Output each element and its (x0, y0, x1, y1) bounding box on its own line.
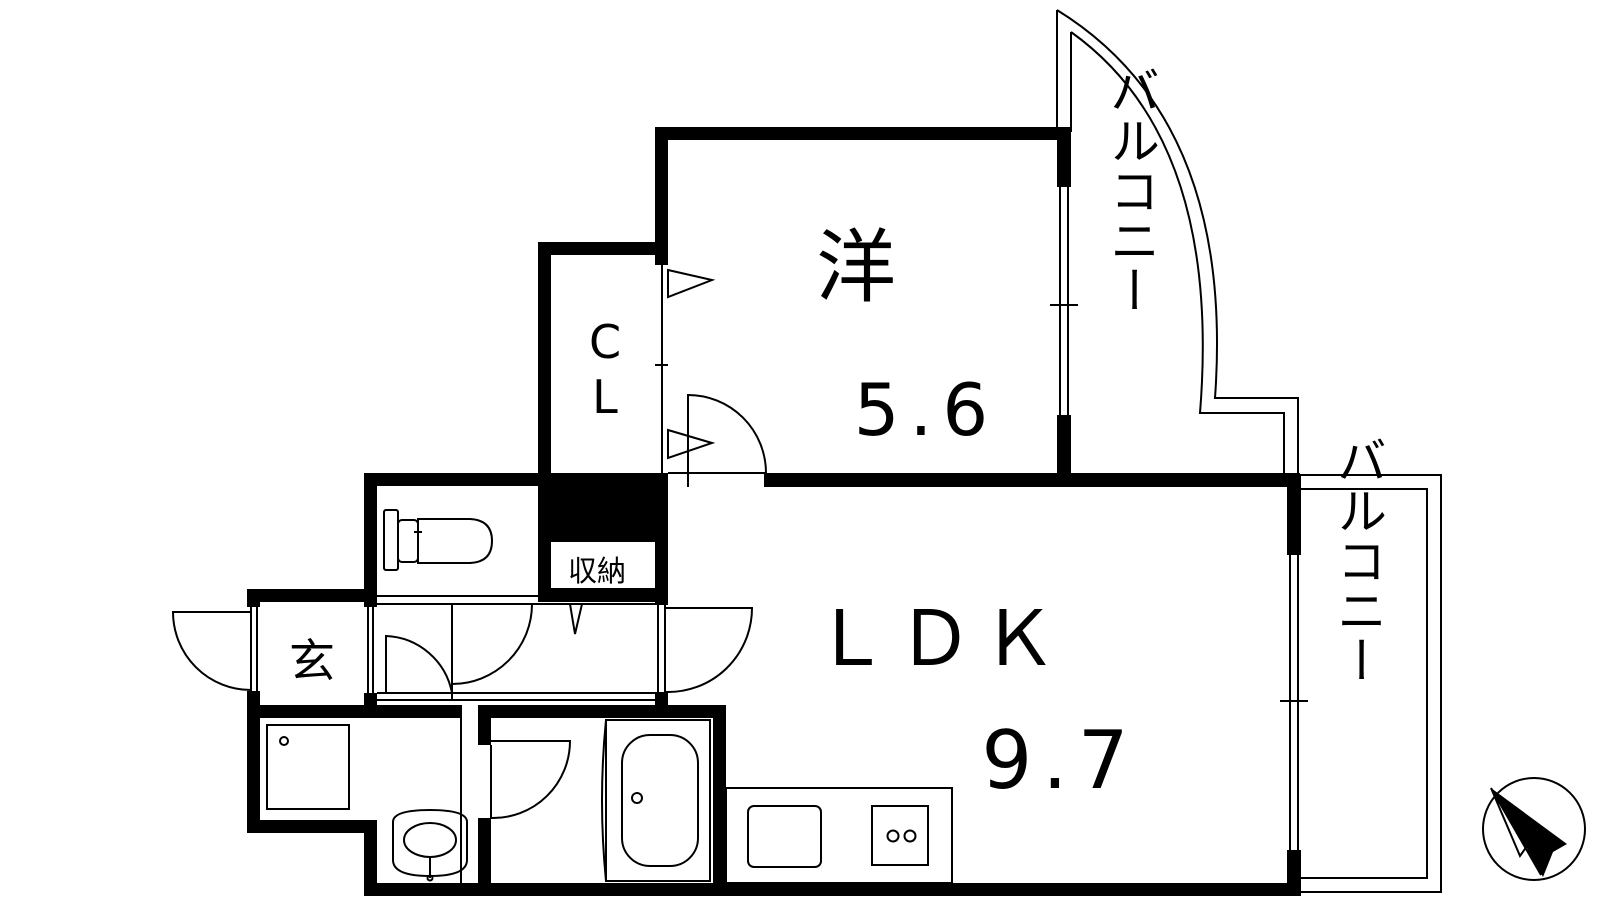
balcony-right (1300, 474, 1442, 893)
balcony-upper-label: バルコニー (1102, 65, 1160, 315)
door-ldk (664, 607, 754, 694)
closet-label-line2: L (592, 370, 618, 424)
toilet-icon (383, 509, 494, 571)
wash-basin-icon (392, 808, 468, 882)
wall (247, 589, 377, 602)
wall (1287, 475, 1301, 555)
kitchen-sink-icon (747, 805, 822, 868)
wall (364, 473, 551, 486)
wall (364, 820, 377, 896)
stove-icon (871, 805, 929, 866)
walls (247, 127, 1301, 896)
wall (655, 127, 668, 265)
wall (478, 705, 726, 718)
room-size-ldk: 9.7 (981, 714, 1138, 807)
room-label-ldk: ＬＤＫ (813, 594, 1065, 683)
wall (655, 127, 1070, 140)
bathtub-icon (601, 719, 711, 882)
closet-label-line1: C (589, 315, 621, 369)
door-toilet (451, 603, 534, 685)
wall (364, 473, 377, 593)
wall (713, 705, 726, 896)
wall (364, 883, 1300, 896)
wall (364, 589, 377, 607)
wall (538, 480, 668, 542)
wall (765, 473, 1300, 487)
wall (247, 589, 260, 607)
wall (247, 705, 461, 718)
balcony-right-label: バルコニー (1329, 435, 1387, 685)
wall (478, 818, 491, 896)
door-closet-upper (667, 268, 716, 299)
wall (1057, 415, 1071, 475)
door-bathroom (490, 740, 572, 820)
storage-label: 収納 (568, 554, 626, 588)
door-entrance (171, 611, 252, 691)
wall (1057, 127, 1071, 187)
room-label-western: 洋 (816, 221, 896, 314)
wall (538, 242, 668, 255)
wall (247, 705, 260, 833)
wall (247, 820, 377, 833)
room-size-western: 5.6 (854, 368, 999, 452)
fixtures (266, 509, 953, 884)
wall (478, 705, 491, 745)
wall (538, 242, 551, 602)
door-closet-lower (667, 428, 716, 460)
kitchen-counter (725, 787, 953, 884)
doors (171, 268, 767, 820)
wall (655, 693, 668, 718)
north-arrow-icon (1482, 777, 1586, 881)
washing-machine-pan-icon (266, 724, 350, 810)
wall (1287, 850, 1301, 896)
entrance-label: 玄 (289, 634, 335, 688)
wall (655, 487, 668, 605)
door-western-room (687, 393, 767, 474)
door-washroom (385, 634, 453, 694)
balcony-upper (1056, 9, 1299, 475)
door-storage (569, 603, 583, 635)
